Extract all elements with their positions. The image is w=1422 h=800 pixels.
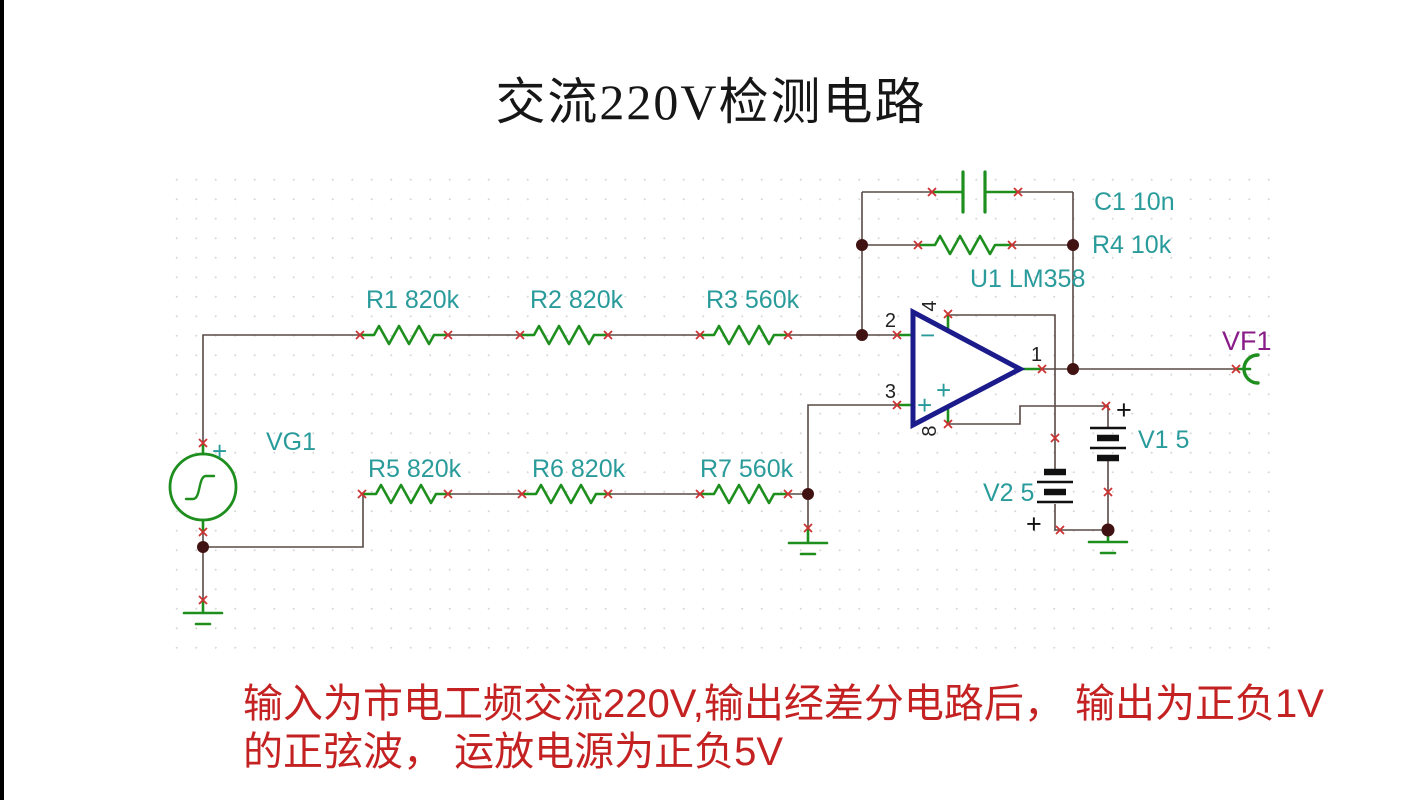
component-symbols [168,170,1260,626]
annotation-line-2: 的正弦波， 运放电源为正负5V [243,730,784,774]
wire-v2-gnd [1054,504,1108,531]
opamp-pin-stubs [895,312,1044,426]
opamp-minus-mark: − [920,320,935,350]
resistor-r7-symbol [698,483,790,505]
resistor-r5-symbol [360,483,452,505]
label-r3: R3 560k [706,286,800,314]
capacitor-c1-plates [961,170,987,214]
terminal-x-marks [198,187,1241,605]
wire-vg1-to-r1 [202,334,360,443]
wires [202,191,1236,600]
label-r2: R2 820k [530,286,624,314]
label-r7: R7 560k [700,455,794,483]
label-r1: R1 820k [366,286,460,314]
annotation-line-1: 输入为市电工频交流220V,输出经差分电路后， 输出为正负1V [243,682,1324,726]
wire-pin4-v2 [948,314,1056,470]
schematic-grid-background [165,168,1270,652]
label-v1: V1 5 [1138,426,1189,454]
v2-plus-mark: + [1026,509,1042,539]
v1-plus-mark: + [1116,395,1132,425]
ground-icon-vg1 [182,598,224,626]
page-title: 交流220V检测电路 [495,74,927,130]
label-r5: R5 820k [368,455,462,483]
probe-vf1-icon [1242,353,1260,385]
battery-v2-symbol [1037,468,1073,504]
pin-number-1: 1 [1031,344,1042,366]
label-r4: R4 10k [1092,231,1172,259]
ground-icon-mid [787,526,829,556]
label-v2: V2 5 [983,479,1034,507]
opamp-inner-plus-mark: + [936,375,951,405]
label-r6: R6 820k [532,455,626,483]
label-vf1: VF1 [1222,326,1272,356]
battery-v1-symbol [1090,426,1126,462]
wire-pin8-v1 [948,405,1109,428]
label-c1: C1 10n [1094,188,1175,216]
resistor-r1-symbol [358,324,450,346]
annotation-text: 输入为市电工频交流220V,输出经差分电路后， 输出为正负1V 的正弦波， 运放… [243,680,1383,776]
pin-number-3: 3 [885,381,896,403]
pin-number-4: 4 [919,300,941,311]
junction-dots [197,239,1115,553]
resistor-r6-symbol [520,483,612,505]
pin-number-8: 8 [919,425,941,436]
generator-vg1-waveform-icon [184,474,216,501]
vg1-plus-mark: + [212,436,227,466]
pin-number-2: 2 [885,310,896,332]
resistor-r2-symbol [518,324,610,346]
resistor-r4-symbol [916,234,1014,256]
wire-node-pin3 [807,404,897,494]
left-black-border [0,0,4,800]
label-vg1: VG1 [266,428,316,456]
opamp-u1-symbol [910,307,1026,430]
opamp-plus-mark: + [917,390,932,420]
resistor-r3-symbol [698,324,790,346]
wire-vg1-r5 [203,494,364,548]
label-u1: U1 LM358 [970,265,1085,293]
